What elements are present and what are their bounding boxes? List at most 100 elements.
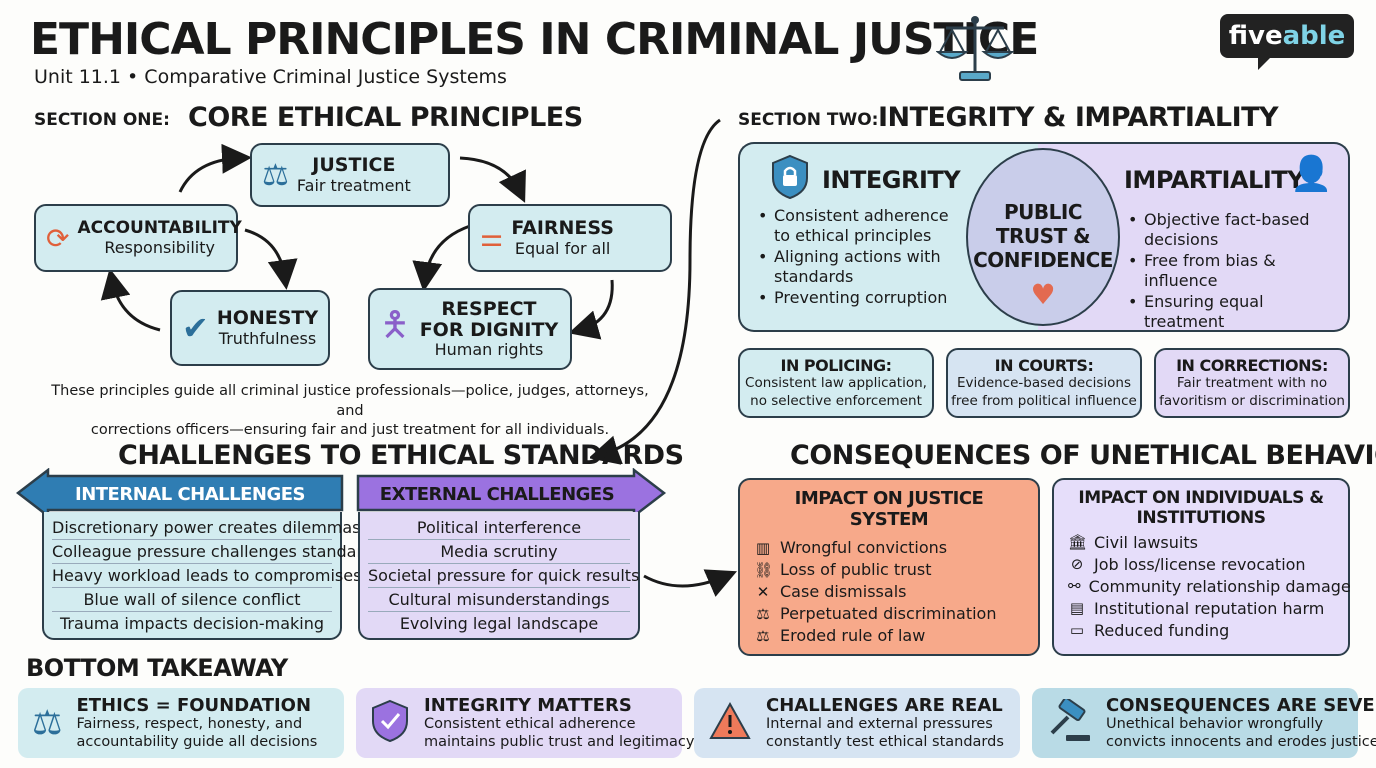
- internal-challenges-list: Discretionary power creates dilemmas Col…: [42, 512, 381, 640]
- impact-text: Case dismissals: [780, 582, 907, 601]
- overlap-circle: [966, 148, 1120, 326]
- impartiality-title: IMPARTIALITY: [1124, 166, 1305, 194]
- external-arrow-banner: [356, 468, 667, 518]
- impact-title-line: IMPACT ON INDIVIDUALS &: [1078, 488, 1324, 508]
- context-text: favoritism or discrimination: [1159, 392, 1345, 409]
- context-title: IN CORRECTIONS:: [1176, 356, 1328, 375]
- impact-item: ⛓Loss of public trust: [754, 560, 1024, 579]
- impact-item: ⚖ Eroded rule of law: [754, 626, 1024, 645]
- context-text: free from political influence: [951, 392, 1137, 409]
- impact-item: ⊘ Job loss/license revocation: [1068, 555, 1334, 574]
- handshake-icon: ⚯: [1068, 577, 1081, 596]
- impact-text: Perpetuated discrimination: [780, 604, 997, 623]
- gavel-icon: [1046, 696, 1092, 747]
- prohibited-icon: ⊘: [1070, 555, 1084, 574]
- impact-item: ▤Institutional reputation harm: [1068, 599, 1334, 618]
- list-item: Blue wall of silence conflict: [52, 588, 332, 612]
- balance-icon: ⚌: [480, 223, 504, 253]
- section-two-heading: INTEGRITY & IMPARTIALITY: [878, 102, 1279, 133]
- section-one-caption: These principles guide all criminal just…: [40, 382, 660, 441]
- principle-title: HONESTY: [216, 307, 319, 330]
- person-icon: 🯅: [380, 304, 410, 345]
- takeaway-text: maintains public trust and legitimacy: [424, 733, 695, 750]
- wallet-icon: ▭: [1069, 621, 1085, 640]
- integrity-title: INTEGRITY: [822, 166, 961, 194]
- caption-line: corrections officers—ensuring fair and j…: [90, 422, 610, 439]
- impartiality-item: Objective fact-based decisions: [1126, 210, 1342, 250]
- section-one-heading: CORE ETHICAL PRINCIPLES: [188, 102, 583, 133]
- fiveable-logo: fiveable: [1220, 14, 1354, 58]
- context-courts: IN COURTS: Evidence-based decisions free…: [946, 348, 1142, 418]
- impact-text: Civil lawsuits: [1094, 532, 1198, 552]
- impartiality-list: Objective fact-based decisions Free from…: [1126, 210, 1342, 333]
- takeaway-text: Unethical behavior wrongfully: [1106, 716, 1324, 733]
- list-item: Societal pressure for quick results: [368, 564, 639, 588]
- context-policing: IN POLICING: Consistent law application,…: [738, 348, 934, 418]
- takeaway-title: CONSEQUENCES ARE SEVERE: [1106, 695, 1376, 717]
- external-challenges-title: EXTERNAL CHALLENGES: [379, 484, 615, 505]
- impact-item: 🏛 Civil lawsuits: [1068, 533, 1334, 552]
- checkmark-icon: ✔: [182, 309, 209, 347]
- impact-item: ▥Wrongful convictions: [754, 538, 1024, 557]
- list-item: Political interference: [368, 516, 630, 540]
- takeaway-title: CHALLENGES ARE REAL: [766, 695, 1003, 717]
- impact-text: Eroded rule of law: [780, 626, 926, 645]
- list-item: Media scrutiny: [368, 540, 630, 564]
- courthouse-icon: 🏛: [1068, 533, 1088, 552]
- impact-text: Community relationship damage: [1088, 576, 1351, 596]
- takeaway-title: ETHICS = FOUNDATION: [76, 695, 312, 717]
- impact-item: ⚯ Community relationship damage: [1068, 577, 1351, 596]
- logo-tail: [1258, 56, 1272, 70]
- principle-title: JUSTICE: [312, 154, 396, 177]
- list-item: Trauma impacts decision-making: [59, 614, 325, 633]
- list-item: Evolving legal landscape: [399, 614, 599, 633]
- principle-cycle-arrows: [100, 143, 614, 340]
- refresh-cycle-icon: ⟳: [46, 221, 70, 255]
- integrity-list: Consistent adherence to ethical principl…: [756, 206, 966, 309]
- scales-icon: ⚖: [756, 626, 770, 645]
- impact-justice-system: IMPACT ON JUSTICE SYSTEM ▥Wrongful convi…: [738, 478, 1040, 656]
- impartiality-item: Free from bias & influence: [1126, 251, 1342, 291]
- shield-check-icon: [370, 699, 410, 747]
- principle-title: RESPECT FOR DIGNITY: [419, 297, 559, 341]
- consequence-arrow: [643, 569, 738, 597]
- takeaway-text: Fairness, respect, honesty, and: [76, 716, 303, 733]
- impact-text: Reduced funding: [1094, 620, 1230, 640]
- principle-title: ACCOUNTABILITY: [77, 218, 242, 239]
- impact-text: Job loss/license revocation: [1094, 554, 1306, 574]
- caption-line: These principles guide all criminal just…: [51, 383, 649, 419]
- challenges-heading: CHALLENGES TO ETHICAL STANDARDS: [118, 440, 684, 471]
- principle-subtitle: Fair treatment: [296, 175, 411, 195]
- context-title: IN COURTS:: [994, 356, 1094, 375]
- consequences-heading: CONSEQUENCES OF UNETHICAL BEHAVIOR: [790, 440, 1376, 471]
- integrity-item: Aligning actions with standards: [756, 247, 966, 287]
- logo-text-left: five: [1228, 21, 1283, 51]
- scales-icon: ⚖: [756, 604, 770, 623]
- impact-text: Loss of public trust: [780, 560, 932, 579]
- takeaway-heading: BOTTOM TAKEAWAY: [26, 654, 288, 682]
- page-subtitle: Unit 11.1 • Comparative Criminal Justice…: [34, 66, 507, 88]
- takeaway-text: convicts innocents and erodes justice: [1106, 733, 1376, 750]
- takeaway-text: constantly test ethical standards: [766, 733, 1004, 750]
- scales-icon: ⚖: [32, 703, 63, 743]
- list-item: Cultural misunderstandings: [368, 588, 630, 612]
- scales-icon: ⚖: [262, 157, 289, 193]
- page-title: ETHICAL PRINCIPLES IN CRIMINAL JUSTICE: [30, 14, 1039, 65]
- list-item: Heavy workload leads to compromises: [52, 564, 361, 588]
- context-title: IN POLICING:: [780, 356, 892, 375]
- impact-item: ▭ Reduced funding: [1068, 621, 1334, 640]
- shield-lock-icon: [770, 154, 810, 204]
- impact-individuals-institutions: IMPACT ON INDIVIDUALS & INSTITUTIONS 🏛Ci…: [1052, 478, 1351, 656]
- section-two-label: SECTION TWO:: [738, 110, 879, 130]
- context-text: no selective enforcement: [750, 392, 922, 409]
- logo-text-right: able: [1282, 21, 1346, 51]
- impact-title: IMPACT ON JUSTICE SYSTEM: [794, 488, 984, 530]
